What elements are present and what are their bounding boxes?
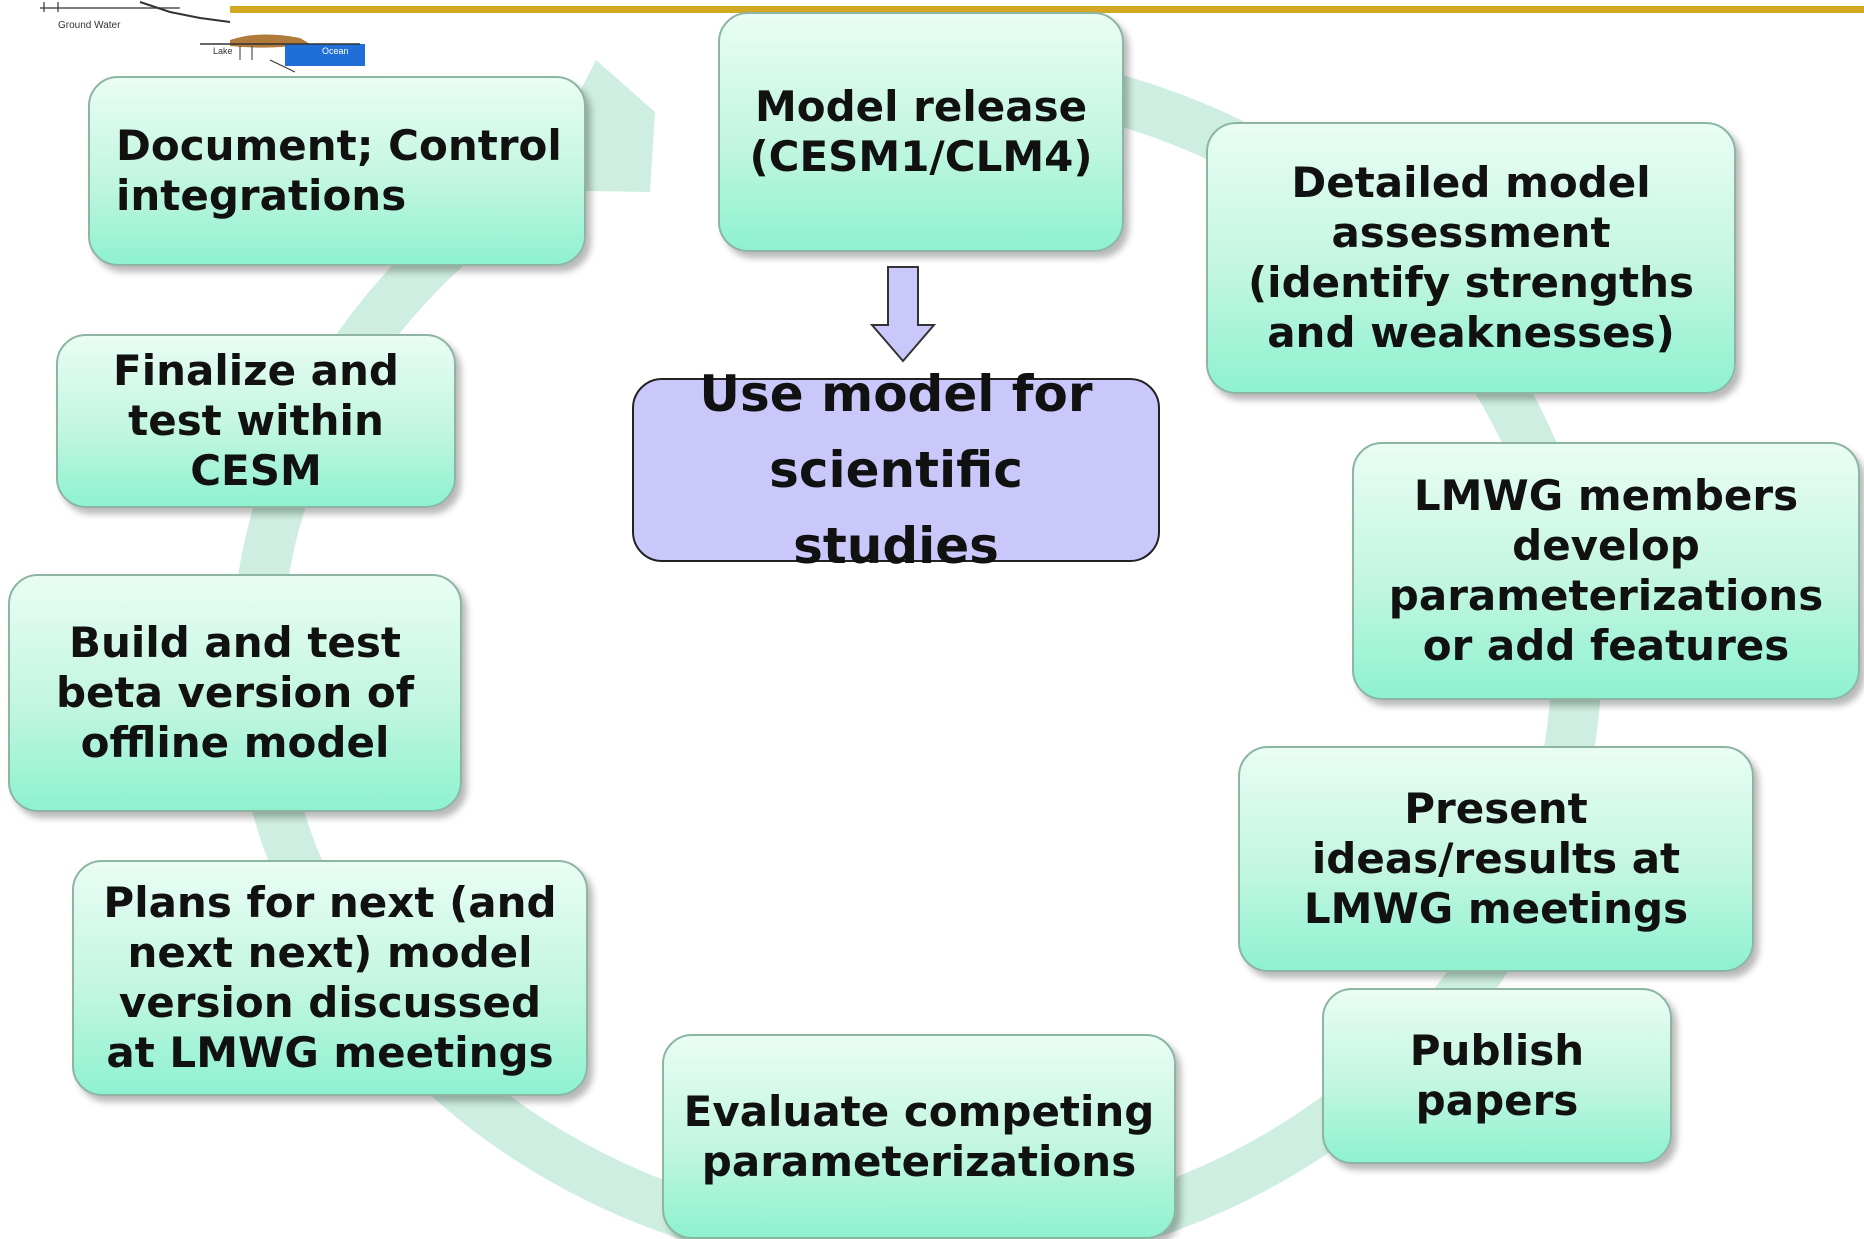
step-build-beta: Build and test beta version of offline m…	[8, 574, 462, 812]
step-label: LMWG members develop parameterizations o…	[1388, 471, 1824, 670]
down-arrow-icon	[869, 266, 937, 363]
step-publish-papers: Publish papers	[1322, 988, 1672, 1164]
header-bar	[230, 6, 1864, 13]
step-detailed-assessment: Detailed model assessment (identify stre…	[1206, 122, 1736, 394]
center-use-model: Use model for scientific studies	[632, 365, 1160, 575]
step-label: Document; Control integrations	[116, 121, 562, 220]
step-label: Present ideas/results at LMWG meetings	[1303, 784, 1689, 933]
hydrology-logo	[40, 1, 365, 73]
step-lmwg-develop: LMWG members develop parameterizations o…	[1352, 442, 1860, 700]
center-label: Use model for scientific studies	[699, 365, 1093, 575]
step-label: Build and test beta version of offline m…	[55, 618, 415, 767]
step-label: Model release (CESM1/CLM4)	[749, 82, 1093, 181]
step-model-release: Model release (CESM1/CLM4)	[718, 12, 1124, 252]
step-label: Publish papers	[1409, 1026, 1585, 1125]
step-present-results: Present ideas/results at LMWG meetings	[1238, 746, 1754, 972]
step-label: Evaluate competing parameterizations	[683, 1086, 1155, 1186]
logo-label-groundwater: Ground Water	[58, 20, 121, 31]
step-evaluate-competing: Evaluate competing parameterizations	[662, 1034, 1176, 1239]
step-finalize-test: Finalize and test within CESM	[56, 334, 456, 508]
step-label: Plans for next (and next next) model ver…	[103, 878, 557, 1077]
step-label: Finalize and test within CESM	[113, 346, 399, 495]
logo-label-ocean: Ocean	[322, 46, 349, 56]
step-label: Detailed model assessment (identify stre…	[1247, 158, 1694, 357]
step-plans-next-version: Plans for next (and next next) model ver…	[72, 860, 588, 1096]
logo-label-lake: Lake	[213, 46, 233, 56]
step-document-control: Document; Control integrations	[88, 76, 586, 266]
